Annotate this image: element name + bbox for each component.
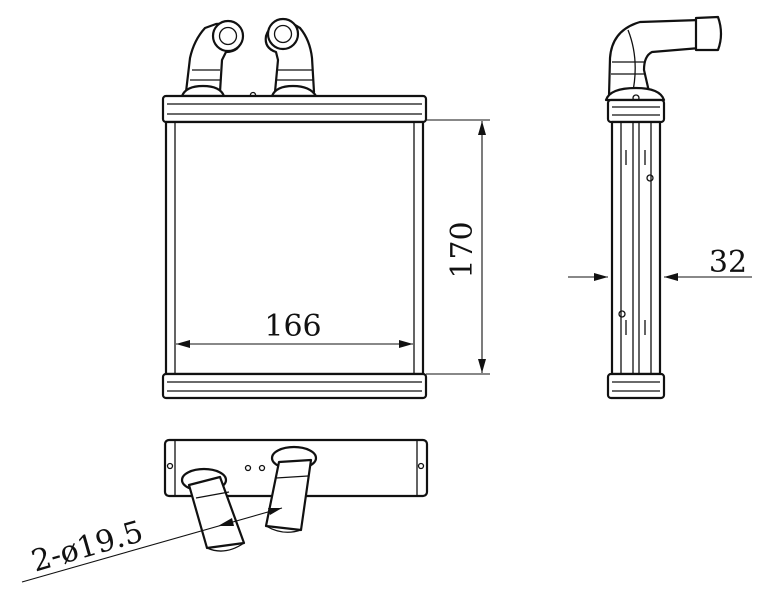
front-bottom-tank — [161, 372, 428, 400]
front-top-tank — [161, 94, 428, 124]
side-bottom-tank — [606, 372, 666, 400]
front-core — [164, 120, 425, 376]
bottom-pipe-right — [264, 445, 318, 533]
side-view — [604, 15, 723, 400]
pipe-spec-label: 2-ø19.5 — [28, 514, 147, 579]
width-dimension: 166 — [176, 309, 413, 348]
depth-dimension: 32 — [568, 245, 752, 281]
front-outlet-pipe — [264, 17, 318, 98]
depth-label: 32 — [709, 245, 747, 280]
side-pipe — [604, 15, 723, 102]
bottom-view — [163, 438, 429, 552]
height-dimension: 170 — [426, 119, 490, 375]
front-inlet-pipe — [180, 19, 245, 98]
side-top-tank — [606, 98, 666, 124]
front-view — [161, 17, 428, 400]
pipe-dimension: 2-ø19.5 — [21, 507, 283, 583]
height-label: 170 — [445, 221, 480, 278]
side-core — [610, 120, 662, 376]
width-label: 166 — [264, 309, 321, 344]
